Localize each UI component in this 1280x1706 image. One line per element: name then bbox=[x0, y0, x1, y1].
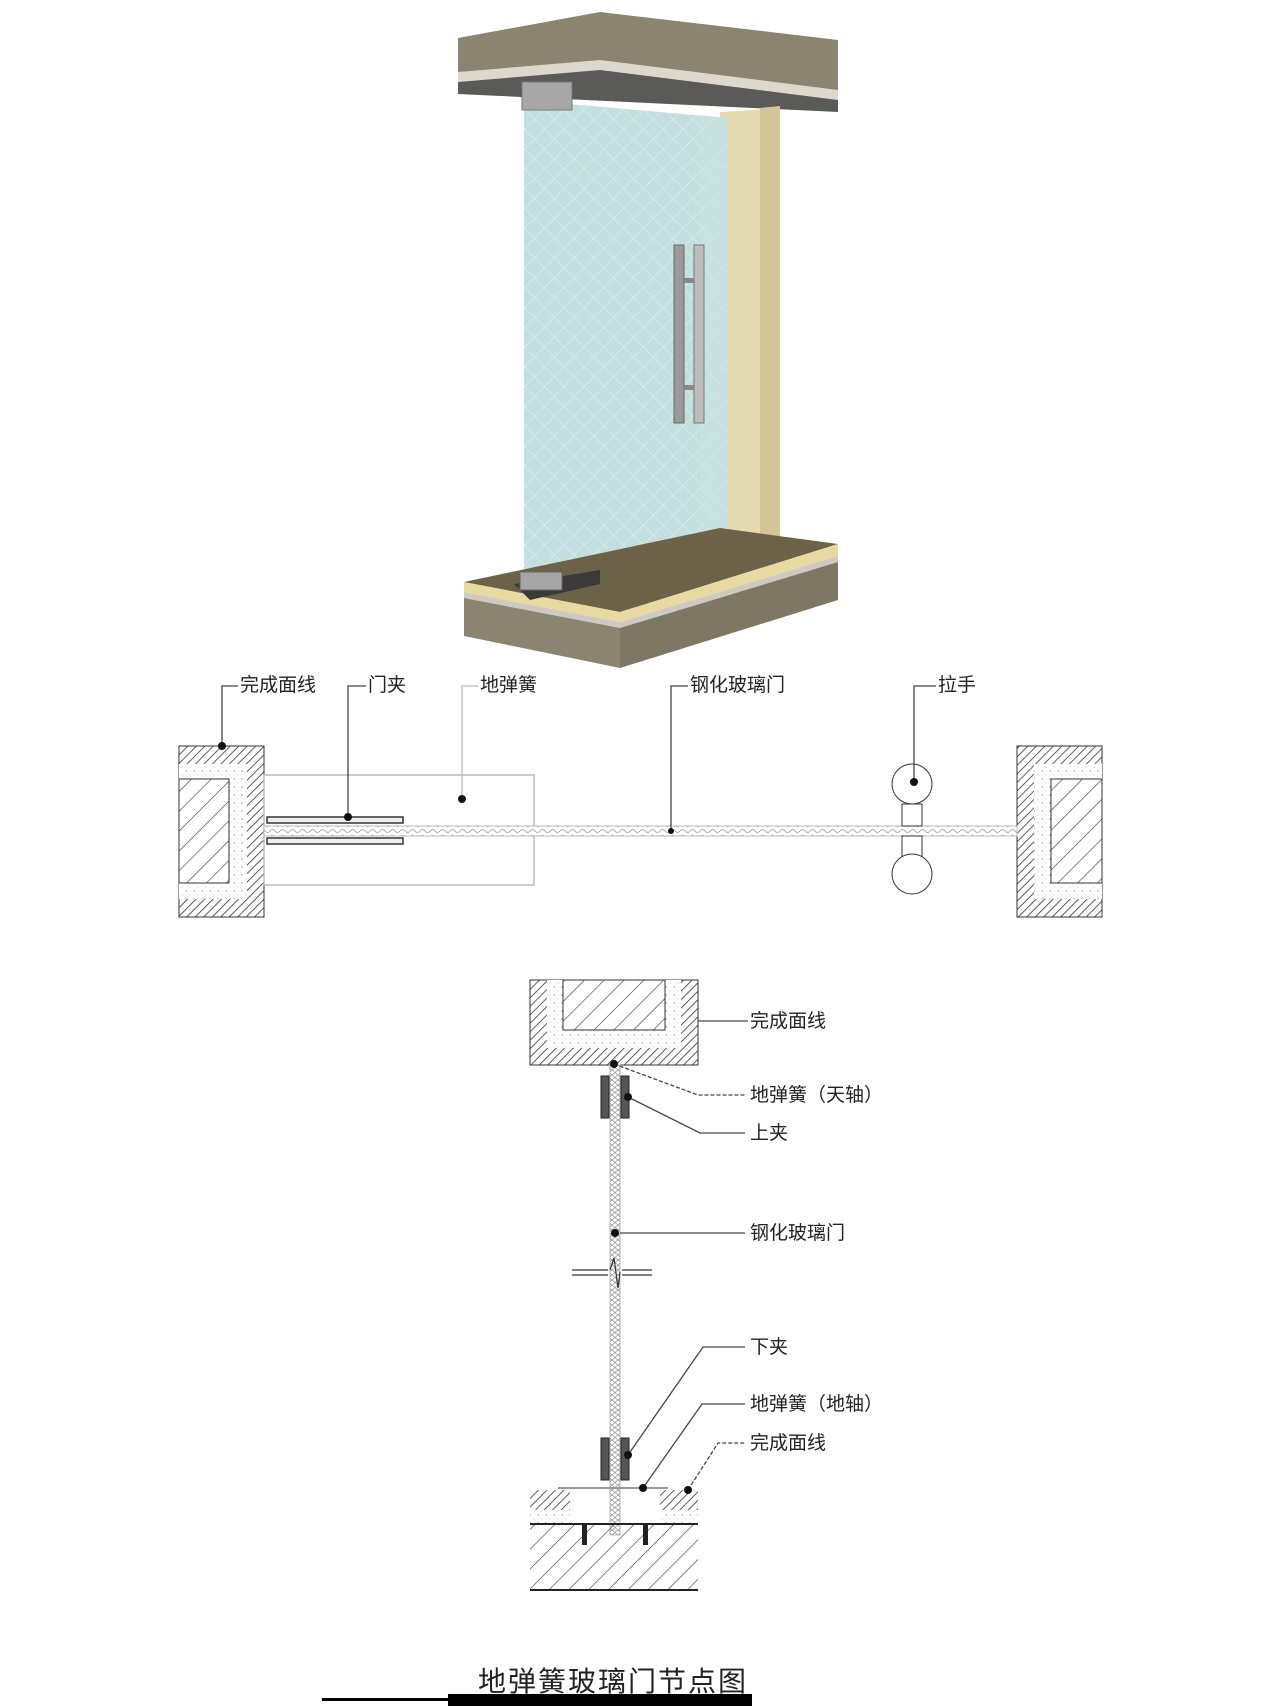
label-floor-spring-top-pivot: 地弹簧（天轴） bbox=[750, 1084, 884, 1106]
label-floor-spring-floor-pivot: 地弹簧（地轴） bbox=[750, 1393, 884, 1415]
label-door-clamp: 门夹 bbox=[368, 674, 407, 696]
caption-underline-thin bbox=[322, 1698, 450, 1701]
clamp-plan bbox=[266, 816, 404, 824]
bottom-clamp-section bbox=[600, 1437, 610, 1481]
door-handle bbox=[673, 244, 705, 424]
label-bottom-clamp: 下夹 bbox=[750, 1336, 789, 1358]
ceiling-slab bbox=[458, 12, 838, 112]
glass-door-panel bbox=[524, 100, 728, 590]
label-finish-line-bottom: 完成面线 bbox=[750, 1432, 827, 1454]
floor-slab bbox=[464, 528, 838, 668]
section-view-drawing bbox=[529, 979, 748, 1591]
right-wall-section bbox=[1016, 745, 1103, 918]
label-finish-line-top: 完成面线 bbox=[750, 1010, 827, 1032]
label-tempered-glass-door-section: 钢化玻璃门 bbox=[750, 1222, 846, 1244]
stone-column bbox=[720, 106, 780, 552]
head-section bbox=[529, 979, 699, 1066]
left-wall-section bbox=[178, 745, 265, 918]
label-handle: 拉手 bbox=[938, 674, 977, 696]
floor-section bbox=[530, 1487, 698, 1591]
label-floor-spring: 地弹簧 bbox=[480, 674, 538, 696]
top-pivot-clamp bbox=[521, 81, 573, 111]
drawing-title: 地弹簧玻璃门节点图 bbox=[478, 1665, 749, 1698]
top-clamp-section bbox=[600, 1075, 610, 1119]
label-tempered-glass-door: 钢化玻璃门 bbox=[690, 674, 786, 696]
plan-view-drawing bbox=[178, 685, 1103, 918]
label-finish-line: 完成面线 bbox=[240, 674, 317, 696]
caption-underline-thick bbox=[448, 1694, 752, 1706]
label-top-clamp: 上夹 bbox=[750, 1122, 789, 1144]
